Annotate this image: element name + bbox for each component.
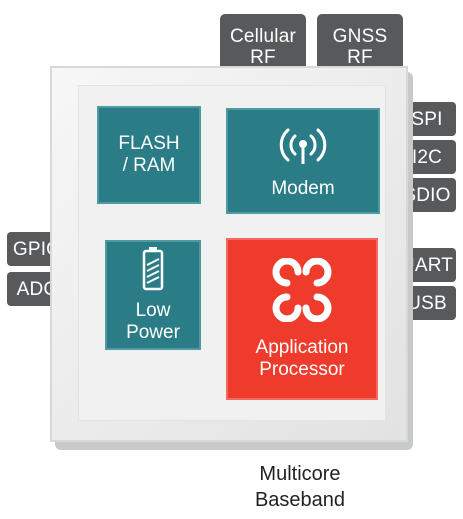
app-line2: Processor (259, 358, 345, 380)
app-line1: Application (255, 336, 349, 358)
modem-label: Modem (271, 177, 335, 199)
caption-line1: Multicore (259, 463, 341, 485)
diagram-caption: Multicore Baseband (190, 461, 410, 513)
cellular-rf-line1: Cellular (229, 26, 296, 47)
antenna-icon (279, 127, 327, 172)
uart-label: UART (400, 254, 454, 276)
application-processor-block: Application Processor (226, 238, 378, 400)
gpio-label: GPIO (12, 238, 62, 260)
caption-line2: Baseband (254, 489, 346, 511)
low-power-line1: Low (135, 299, 171, 321)
sdio-label: SDIO (403, 184, 451, 206)
gnss-rf-line1: GNSS (332, 26, 388, 47)
i2c-label: I2C (411, 146, 443, 168)
modem-block: Modem (226, 108, 380, 214)
gnss-rf-line2: RF (347, 47, 373, 68)
usb-label: USB (407, 292, 447, 314)
low-power-block: Low Power (105, 240, 201, 350)
adc-label: ADC (16, 278, 58, 300)
spi-label: SPI (411, 108, 443, 130)
flash-line2: / RAM (122, 155, 176, 176)
flash-ram-block: FLASH / RAM (97, 106, 201, 204)
low-power-line2: Power (126, 321, 180, 343)
processor-logo-icon (270, 257, 334, 327)
battery-icon (142, 246, 164, 296)
flash-line1: FLASH (118, 133, 180, 154)
cellular-rf-line2: RF (250, 47, 276, 68)
